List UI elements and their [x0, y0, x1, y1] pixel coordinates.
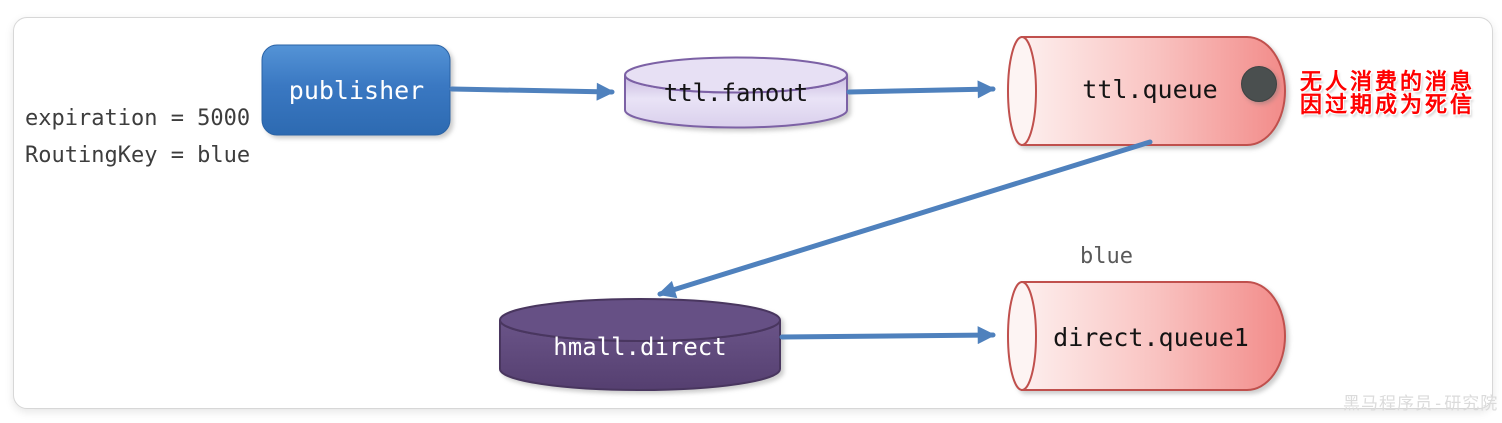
expiration-text: expiration = 5000 [25, 106, 251, 131]
routing-key-text: RoutingKey = blue [25, 143, 251, 168]
direct-exchange-label: hmall.direct [553, 333, 727, 361]
fanout-exchange-label: ttl.fanout [663, 78, 809, 107]
direct-exchange-cylinder [499, 298, 781, 391]
arrow-ttl-queue-to-direct-exchange [657, 139, 1153, 299]
dead-letter-annotation: 无人消费的消息 因过期成为死信 [1300, 71, 1475, 117]
message-dot-icon [1241, 66, 1277, 102]
arrow-direct-exchange-to-queue1 [779, 326, 996, 345]
arrow-publisher-to-fanout [449, 82, 615, 101]
direct-queue1-cylinder [1007, 281, 1286, 391]
publisher-label: publisher [288, 75, 425, 105]
ttl-queue-cylinder [1007, 36, 1286, 146]
watermark-text: 黑马程序员-研究院 [1343, 394, 1499, 414]
annotation-line-1: 无人消费的消息 [1300, 69, 1476, 95]
annotation-line-2: 因过期成为死信 [1300, 92, 1476, 118]
direct-queue1-label: direct.queue1 [1053, 322, 1249, 352]
ttl-queue-label: ttl.queue [1082, 74, 1218, 104]
arrow-fanout-to-ttl-queue [846, 80, 996, 99]
binding-key-label: blue [1080, 244, 1133, 269]
fanout-exchange-cylinder [624, 56, 848, 129]
